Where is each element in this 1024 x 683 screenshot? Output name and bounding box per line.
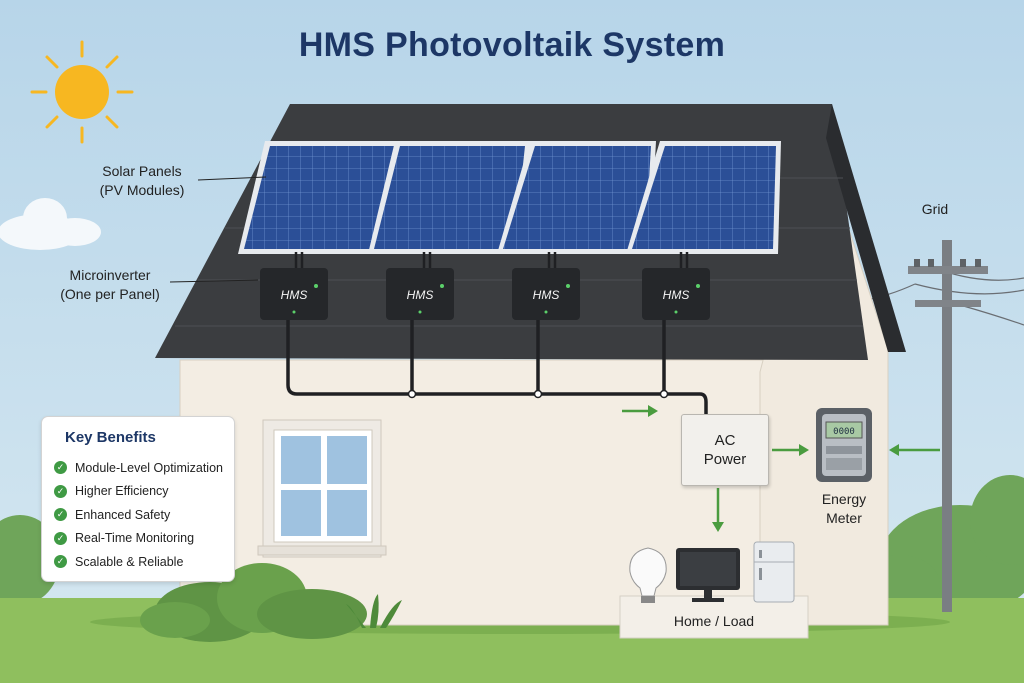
meter-display: 0000 (833, 427, 855, 437)
benefit-item: ✓ Scalable & Reliable (54, 550, 224, 574)
microinverter-label-line1: Microinverter (69, 267, 151, 283)
monitor-icon (676, 548, 740, 602)
energy-meter-label-line2: Meter (826, 510, 862, 526)
microinverter: HMS (260, 268, 328, 320)
benefit-label: Higher Efficiency (75, 484, 169, 499)
microinverter: HMS (512, 268, 580, 320)
benefit-label: Enhanced Safety (75, 507, 171, 522)
benefit-item: ✓ Real-Time Monitoring (54, 527, 224, 551)
cloud-icon (0, 198, 101, 250)
grid-label: Grid (921, 201, 949, 217)
check-icon: ✓ (54, 555, 67, 569)
light-bulb-icon (629, 547, 667, 603)
ac-power-label-line2: Power (703, 451, 747, 468)
ac-power-label-line1: AC (714, 432, 736, 449)
arrow-right-icon (772, 444, 809, 456)
fridge-icon (753, 541, 795, 603)
solar-panels-label: Solar Panels (PV Modules) (86, 162, 198, 200)
benefit-item: ✓ Higher Efficiency (54, 480, 224, 504)
benefit-label: Scalable & Reliable (75, 554, 184, 569)
energy-meter: 0000 (816, 408, 872, 482)
ac-power-box: AC Power (681, 414, 769, 486)
microinverter: HMS (386, 268, 454, 320)
microinverter-label-line2: (One per Panel) (60, 286, 160, 302)
solar-panel (368, 141, 531, 254)
energy-meter-label: Energy Meter (806, 490, 882, 528)
arrow-right-icon (622, 405, 658, 417)
check-icon: ✓ (54, 508, 67, 522)
svg-text:HMS: HMS (663, 288, 690, 302)
microinverter-label: Microinverter (One per Panel) (50, 266, 170, 304)
home-load-label: Home / Load (673, 613, 755, 629)
svg-text:HMS: HMS (533, 288, 560, 302)
check-icon: ✓ (54, 484, 67, 498)
svg-text:HMS: HMS (407, 288, 434, 302)
window (257, 419, 387, 558)
benefit-label: Real-Time Monitoring (75, 531, 195, 546)
energy-meter-label-line1: Energy (821, 491, 867, 507)
key-benefits-card: Key Benefits ✓Module-Level Optimization … (41, 416, 235, 582)
check-icon: ✓ (54, 531, 67, 545)
arrow-left-icon (889, 444, 940, 456)
solar-panels (238, 141, 781, 254)
svg-text:HMS: HMS (281, 288, 308, 302)
flow-arrows (622, 405, 940, 532)
solar-panel (497, 141, 656, 254)
check-icon: ✓ (54, 461, 67, 475)
leader-lines (169, 176, 267, 283)
solar-panels-label-line1: Solar Panels (102, 163, 182, 179)
solar-panel (238, 141, 409, 254)
solar-panels-label-line2: (PV Modules) (99, 182, 185, 198)
sun-icon (30, 40, 134, 144)
benefit-label: Module-Level Optimization (75, 460, 223, 475)
benefit-item: ✓ Module-Level Optimization (54, 456, 224, 480)
key-benefits-title: Key Benefits (65, 429, 156, 446)
benefit-item: ✓ Enhanced Safety (54, 503, 224, 527)
solar-panel (626, 141, 781, 254)
ac-cable (286, 318, 708, 416)
arrow-down-icon (712, 488, 724, 532)
microinverters: HMS HMS HMS HMS (260, 268, 710, 320)
bushes (140, 563, 402, 642)
microinverter: HMS (642, 268, 710, 320)
page-title: HMS Photovoltaik System (298, 26, 726, 64)
